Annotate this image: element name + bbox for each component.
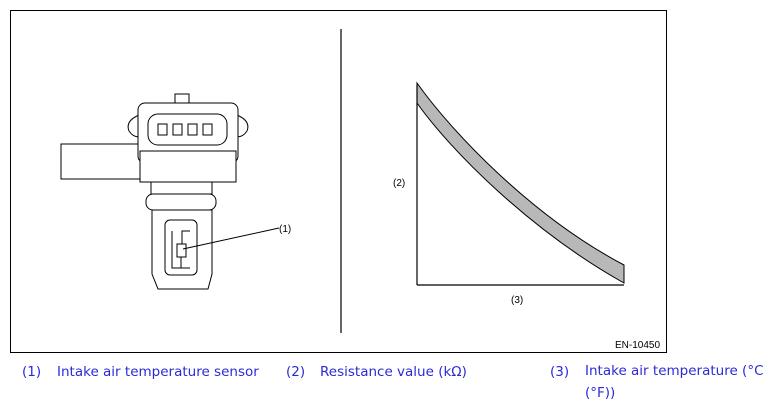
characteristic-band [416, 81, 625, 284]
legend-number-3: (3) [550, 364, 570, 380]
callout-temperature-axis: (3) [511, 295, 524, 306]
legend-text-2: Resistance value (kΩ) [320, 364, 467, 380]
resistance-temperature-graph [416, 81, 625, 286]
callout-sensor: (1) [279, 224, 292, 235]
legend-text-3: Intake air temperature (°C (°F)) [585, 363, 764, 401]
legend-number-1: (1) [22, 364, 42, 380]
figure-frame: (1) (2) (3) EN-10450 [10, 10, 667, 353]
legend-number-2: (2) [286, 364, 306, 380]
legend-text-1: Intake air temperature sensor [57, 364, 259, 380]
sensor-illustration [60, 93, 280, 290]
figure-drawing [60, 29, 625, 333]
figure-code: EN-10450 [615, 340, 661, 351]
callout-resistance-axis: (2) [393, 178, 406, 189]
